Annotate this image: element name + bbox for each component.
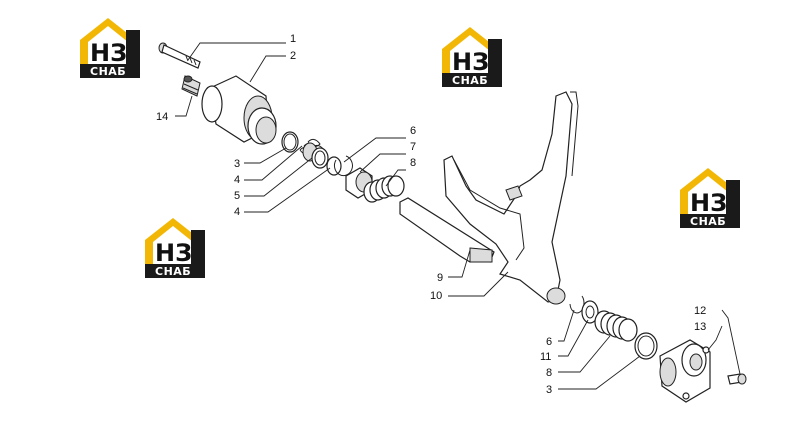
part-housing-2 xyxy=(201,75,277,145)
part-spring-8b xyxy=(594,310,638,342)
brand-logo: НЗ СНАБ xyxy=(680,168,740,228)
callout-1: 1 xyxy=(290,33,296,45)
part-fork-10 xyxy=(443,91,579,305)
logo-letters: НЗ xyxy=(155,239,192,267)
callout-12: 12 xyxy=(694,305,706,317)
logo-caption: СНАБ xyxy=(452,74,488,87)
callout-6: 6 xyxy=(546,336,552,348)
part-bolt-1 xyxy=(158,42,201,69)
logo-letters: НЗ xyxy=(90,39,127,67)
part-screw-12 xyxy=(727,373,747,385)
logo-caption: СНАБ xyxy=(155,265,191,278)
callout-4: 4 xyxy=(234,206,240,218)
logo-caption: СНАБ xyxy=(690,215,726,228)
brand-logo: НЗ СНАБ xyxy=(442,27,502,87)
leader-lines xyxy=(175,42,741,390)
callout-labels: 1 2 14 3 4 5 4 6 7 8 9 10 6 11 8 3 12 13 xyxy=(156,33,706,396)
part-snapring-6b xyxy=(569,295,585,314)
part-shaft-9 xyxy=(399,197,495,263)
callout-8: 8 xyxy=(410,157,416,169)
callout-7: 7 xyxy=(410,141,416,153)
callout-14: 14 xyxy=(156,111,168,123)
callout-2: 2 xyxy=(290,50,296,62)
part-snapring-6 xyxy=(333,155,353,177)
brand-logo: НЗ СНАБ xyxy=(145,218,205,278)
brand-logo: НЗ СНАБ xyxy=(80,18,140,78)
callout-3: 3 xyxy=(546,384,552,396)
part-oring-3 xyxy=(281,131,299,153)
callout-8: 8 xyxy=(546,367,552,379)
part-plug-14 xyxy=(181,75,201,97)
callout-6: 6 xyxy=(410,125,416,137)
callout-5: 5 xyxy=(234,190,240,202)
callout-4: 4 xyxy=(234,174,240,186)
logo-letters: НЗ xyxy=(452,48,489,76)
logo-letters: НЗ xyxy=(690,189,727,217)
logo-caption: СНАБ xyxy=(90,65,126,78)
part-washer-11 xyxy=(581,300,599,324)
callout-10: 10 xyxy=(430,290,442,302)
part-cover-13 xyxy=(659,339,711,403)
callout-3: 3 xyxy=(234,158,240,170)
callout-13: 13 xyxy=(694,321,706,333)
callout-11: 11 xyxy=(540,351,551,363)
callout-9: 9 xyxy=(437,272,443,284)
